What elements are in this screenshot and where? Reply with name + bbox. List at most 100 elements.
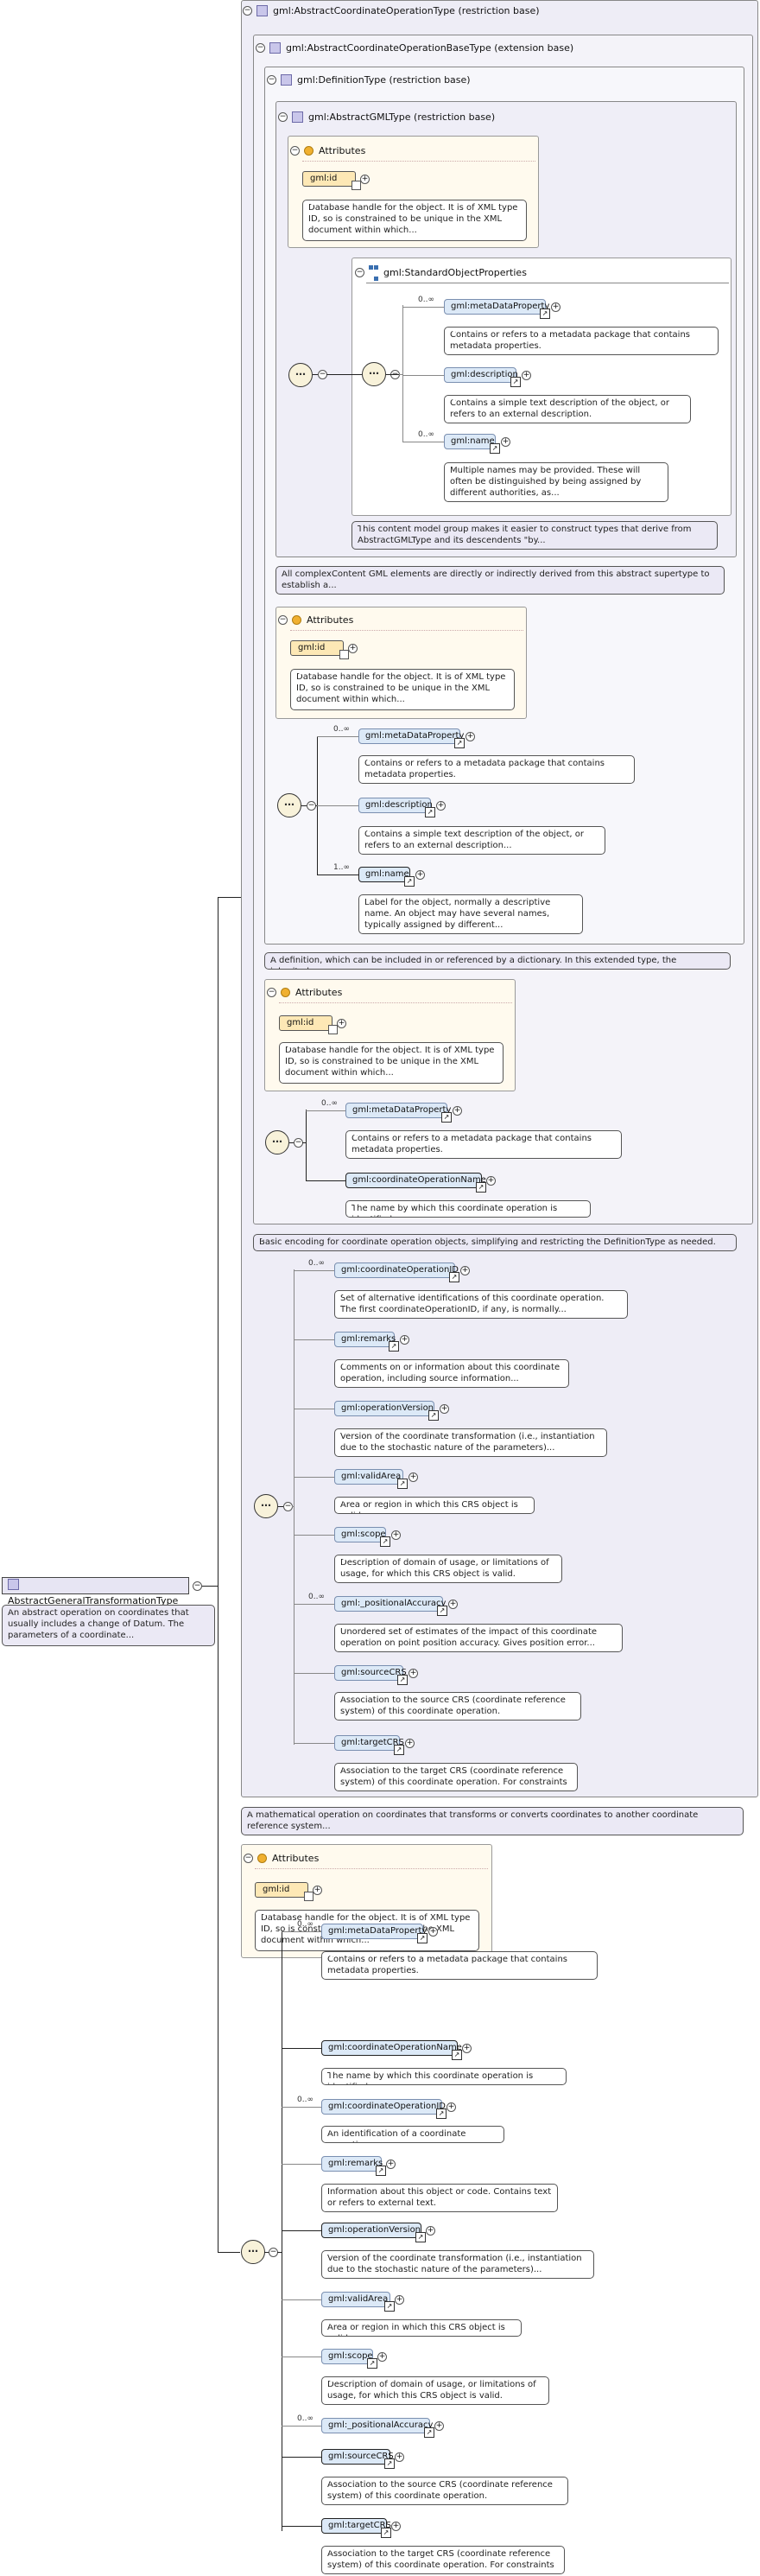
collapse-toggle[interactable]: − [243,5,252,16]
expand-icon[interactable]: + [408,1472,418,1482]
expand-icon[interactable]: + [391,1530,401,1540]
element-description[interactable]: gml:description [444,367,521,387]
element-metadataproperty[interactable]: gml:metaDataProperty [444,299,550,319]
element-name[interactable]: gml:name [358,867,415,887]
expand-icon[interactable]: + [448,1600,458,1609]
expand-icon[interactable]: + [466,732,475,741]
expand-icon[interactable]: + [426,2226,435,2236]
element-description[interactable]: gml:description [358,798,435,817]
element-operationversion[interactable]: gml:operationVersion [321,2223,426,2242]
collapse-toggle[interactable]: − [278,111,288,122]
expand-icon[interactable]: + [453,1106,462,1116]
collapse-toggle[interactable]: − [290,145,300,156]
attributes-icon [281,987,290,997]
element-coordinateoperationname[interactable]: gml:coordinateOperationName [321,2040,462,2060]
element-doc: Multiple names may be provided. These wi… [444,462,668,502]
expand-icon[interactable]: + [408,1669,418,1678]
element-metadataproperty[interactable]: gml:metaDataProperty [321,1924,428,1943]
cardinality: 0..∞ [297,2414,314,2423]
expand-icon[interactable]: + [386,2159,396,2169]
expand-icon[interactable]: + [434,2421,444,2431]
expand-icon[interactable]: + [522,371,531,380]
expand-icon[interactable]: + [377,2352,387,2362]
element-remarks[interactable]: gml:remarks [321,2156,386,2176]
expand-icon[interactable]: + [313,1886,322,1895]
expand-icon[interactable]: + [360,175,370,184]
element-scope[interactable]: gml:scope [321,2349,377,2369]
element-targetcrs[interactable]: gml:targetCRS [334,1735,404,1755]
expand-icon[interactable]: + [395,2295,404,2305]
element-validarea[interactable]: gml:validArea [334,1469,408,1489]
attributes-header[interactable]: − Attributes [244,1851,319,1865]
attributes-label: Attributes [272,1852,320,1864]
collapse-icon[interactable]: − [193,1581,202,1591]
collapse-toggle[interactable]: − [267,987,276,997]
base-def-header[interactable]: − gml:DefinitionType (restriction base) [267,73,471,86]
group-doc: This content model group makes it easier… [352,521,718,550]
agml-doc: All complexContent GML elements are dire… [276,566,725,595]
base-acob-header[interactable]: − gml:AbstractCoordinateOperationBaseTyp… [256,41,573,54]
collapse-toggle[interactable]: − [267,74,276,85]
expand-icon[interactable]: + [446,2102,456,2112]
expand-icon[interactable]: + [400,1335,409,1345]
collapse-toggle[interactable]: − [278,614,288,625]
group-icon [369,261,379,283]
element-positionalaccuracy[interactable]: gml:_positionalAccuracy [321,2418,434,2438]
element-name[interactable]: gml:name [444,434,500,454]
base-agml-header[interactable]: − gml:AbstractGMLType (restriction base) [278,110,495,124]
element-validarea[interactable]: gml:validArea [321,2292,395,2312]
cardinality: 0..∞ [418,296,434,304]
gml-id-attribute[interactable]: gml:id [290,640,349,659]
expand-icon[interactable]: + [348,644,358,653]
collapse-toggle[interactable]: − [244,1853,253,1863]
element-coordinateoperationid[interactable]: gml:coordinateOperationID [334,1263,459,1282]
element-doc: Comments on or information about this co… [334,1359,569,1388]
gml-id-attribute[interactable]: gml:id [279,1015,338,1034]
expand-icon[interactable]: + [440,1404,449,1414]
element-sourcecrs[interactable]: gml:sourceCRS [334,1665,408,1685]
collapse-toggle[interactable]: − [256,42,265,53]
expand-icon[interactable]: + [436,801,446,811]
attributes-header[interactable]: − Attributes [290,143,365,157]
gml-id-attribute[interactable]: gml:id [255,1882,314,1901]
element-doc: Area or region in which this CRS object … [321,2319,522,2337]
expand-icon[interactable]: + [405,1739,415,1748]
sequence-icon: ⋯ [362,362,386,386]
element-doc: The name by which this coordinate operat… [345,1200,591,1218]
expand-icon[interactable]: + [428,1927,438,1937]
base-aco-header[interactable]: − gml:AbstractCoordinateOperationType (r… [243,3,540,17]
base-aco-label: gml:AbstractCoordinateOperationType (res… [273,4,540,16]
element-doc: Unordered set of estimates of the impact… [334,1624,623,1652]
element-scope[interactable]: gml:scope [334,1527,390,1547]
attributes-header[interactable]: − Attributes [278,613,353,627]
expand-icon[interactable]: + [462,2044,472,2053]
expand-icon[interactable]: + [415,870,425,880]
element-operationversion[interactable]: gml:operationVersion [334,1401,439,1421]
element-doc: Version of the coordinate transformation… [334,1428,607,1457]
attributes-header[interactable]: − Attributes [267,985,342,999]
collapse-toggle[interactable]: − [355,267,364,277]
element-doc: Description of domain of usage, or limit… [321,2376,549,2405]
sequence-icon: ⋯ [254,1494,278,1518]
expand-icon[interactable]: + [460,1266,470,1275]
element-metadataproperty[interactable]: gml:metaDataProperty [358,728,465,748]
element-targetcrs[interactable]: gml:targetCRS [321,2518,391,2538]
gml-id-attribute[interactable]: gml:id [302,171,361,190]
expand-icon[interactable]: + [391,2522,401,2531]
element-positionalaccuracy[interactable]: gml:_positionalAccuracy [334,1596,447,1616]
sequence-icon: ⋯ [288,363,313,387]
expand-icon[interactable]: + [551,302,560,312]
element-coordinateoperationid[interactable]: gml:coordinateOperationID [321,2099,446,2119]
root-type[interactable]: AbstractGeneralTransformationType [2,1577,189,1606]
expand-icon[interactable]: + [486,1176,496,1186]
expand-icon[interactable]: + [395,2452,404,2462]
element-coordinateoperationname[interactable]: gml:coordinateOperationName [345,1173,486,1193]
group-header[interactable]: − gml:StandardObjectProperties [355,265,527,281]
expand-icon[interactable]: + [337,1019,346,1028]
cardinality: 1..∞ [333,863,350,872]
root-doc: An abstract operation on coordinates tha… [2,1605,215,1646]
element-sourcecrs[interactable]: gml:sourceCRS [321,2449,395,2469]
element-metadataproperty[interactable]: gml:metaDataProperty [345,1103,452,1123]
expand-icon[interactable]: + [501,437,510,447]
element-remarks[interactable]: gml:remarks [334,1332,399,1352]
